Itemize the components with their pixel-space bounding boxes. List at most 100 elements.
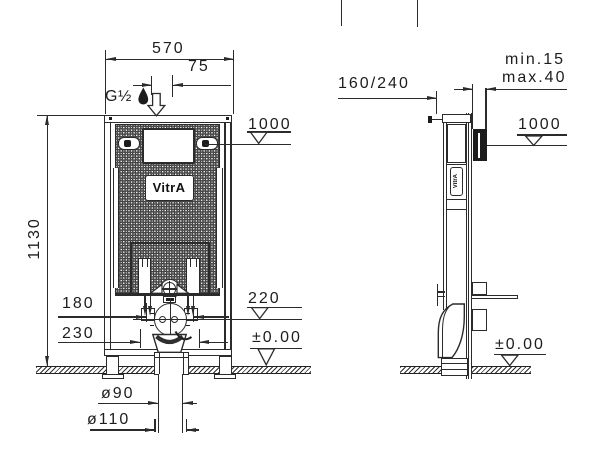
cistern-side-profile xyxy=(446,124,466,163)
slot-latch-icon xyxy=(201,139,209,147)
datum-label-floor-side: ±0.00 xyxy=(495,335,545,353)
hanger-screw-head xyxy=(428,115,432,123)
dim-arrow xyxy=(136,314,146,319)
frame-back-rail xyxy=(468,113,470,379)
frame-edge-right-outer xyxy=(230,114,232,356)
extension-line xyxy=(198,329,200,348)
extension-line xyxy=(105,50,107,114)
dim-arrow xyxy=(193,314,204,319)
frame-edge-right-inner xyxy=(224,123,226,349)
frame-top-cap xyxy=(441,114,471,123)
datum-underline xyxy=(517,134,567,136)
top-rail-screw-right xyxy=(225,117,229,121)
datum-underline xyxy=(494,353,546,356)
drain-collar-side-ring xyxy=(440,363,468,365)
fixing-bolt-rod xyxy=(144,296,146,309)
cistern-side-bottom xyxy=(447,163,466,166)
slot-latch-icon xyxy=(123,139,131,147)
flush-plate-opening xyxy=(141,127,195,164)
bolt-housing-mark xyxy=(190,259,192,267)
extension-line xyxy=(139,329,141,348)
drain-collar-wall xyxy=(158,351,160,375)
dim-label-drain-outer: ø110 xyxy=(87,410,131,428)
flange-centerline xyxy=(169,297,171,351)
dim-arrow xyxy=(148,401,159,406)
dim-label-inlet-offset: 75 xyxy=(188,58,210,75)
extension-line xyxy=(416,0,418,27)
wall-min-label: min.15 xyxy=(505,51,566,68)
fixing-bolt-rod xyxy=(192,296,194,309)
flush-pipe-stub-bar xyxy=(165,298,174,301)
dim-arrow xyxy=(198,340,209,344)
dim-label-height: 1130 xyxy=(25,217,43,260)
extension-line xyxy=(172,75,174,97)
dim-arrow xyxy=(224,57,234,62)
dim-line xyxy=(105,58,234,60)
frame-strip-right xyxy=(215,168,223,288)
dim-line xyxy=(486,88,567,91)
water-stop-valve-handle xyxy=(436,284,439,306)
frame-edge-left-outer xyxy=(104,114,106,356)
dim-line xyxy=(193,316,229,318)
extension-line xyxy=(485,88,487,129)
dim-line xyxy=(198,341,229,343)
dim-line xyxy=(58,341,140,343)
datum-underline xyxy=(250,347,302,349)
datum-underline xyxy=(247,306,302,308)
datum-label-flush-plate: 1000 xyxy=(248,115,292,133)
dim-label-bolt-spacing-a: 180 xyxy=(62,295,95,312)
extension-line xyxy=(193,303,195,322)
extension-line xyxy=(340,0,342,26)
fixing-bolt-rod xyxy=(149,296,151,309)
dim-label-drain-inner: ø90 xyxy=(101,385,135,402)
dim-arrow xyxy=(45,356,50,366)
extension-line xyxy=(186,419,188,432)
dim-arrow xyxy=(105,57,116,62)
wall-bracket-lower xyxy=(471,309,487,331)
bolt-housing-mark xyxy=(141,259,143,267)
bolt-housing-mark xyxy=(147,259,149,267)
bolt-arrow xyxy=(142,305,147,316)
level-line xyxy=(133,318,302,320)
bolt-arrow xyxy=(190,305,195,316)
wall-bracket-arm xyxy=(471,294,518,299)
dim-arrow xyxy=(462,87,473,92)
drain-collar-side-ring xyxy=(440,369,468,371)
wall-bracket-upper xyxy=(471,281,487,295)
frame-cross-line xyxy=(447,198,466,200)
datum-label-floor-front: ±0.00 xyxy=(252,328,302,346)
extension-line xyxy=(435,91,438,114)
inlet-thread-label: G½ xyxy=(105,88,132,105)
drain-collar-ring xyxy=(154,357,189,359)
extension-line xyxy=(151,76,153,95)
dim-arrow xyxy=(130,340,140,344)
water-stop-valve-line xyxy=(437,291,445,293)
dim-arrow xyxy=(145,427,155,432)
drain-collar-wall xyxy=(182,351,184,375)
dim-line xyxy=(98,402,158,404)
wall-max-label: max.40 xyxy=(502,69,567,86)
dim-line xyxy=(58,316,146,318)
cistern-bottom-line xyxy=(115,293,220,297)
frame-front-face xyxy=(443,122,448,310)
vitra-side-label: VitrA xyxy=(450,167,463,196)
dim-arrow xyxy=(486,87,496,92)
extension-line xyxy=(233,50,235,114)
level-line xyxy=(487,145,567,147)
fixing-bolt-rod xyxy=(187,296,189,309)
datum-label-outlet-height: 220 xyxy=(248,290,281,307)
frame-strip-left xyxy=(112,168,120,288)
bolt-housing-mark xyxy=(195,259,197,267)
dim-label-width: 570 xyxy=(152,40,185,57)
dim-line xyxy=(47,115,49,366)
foot-base-plate-right xyxy=(214,374,236,379)
dim-line xyxy=(173,84,231,86)
dim-arrow xyxy=(426,96,437,101)
extension-line xyxy=(145,303,147,322)
bolt-arrow xyxy=(147,305,152,316)
dim-arrow xyxy=(45,115,50,125)
flange-serration xyxy=(186,312,191,315)
